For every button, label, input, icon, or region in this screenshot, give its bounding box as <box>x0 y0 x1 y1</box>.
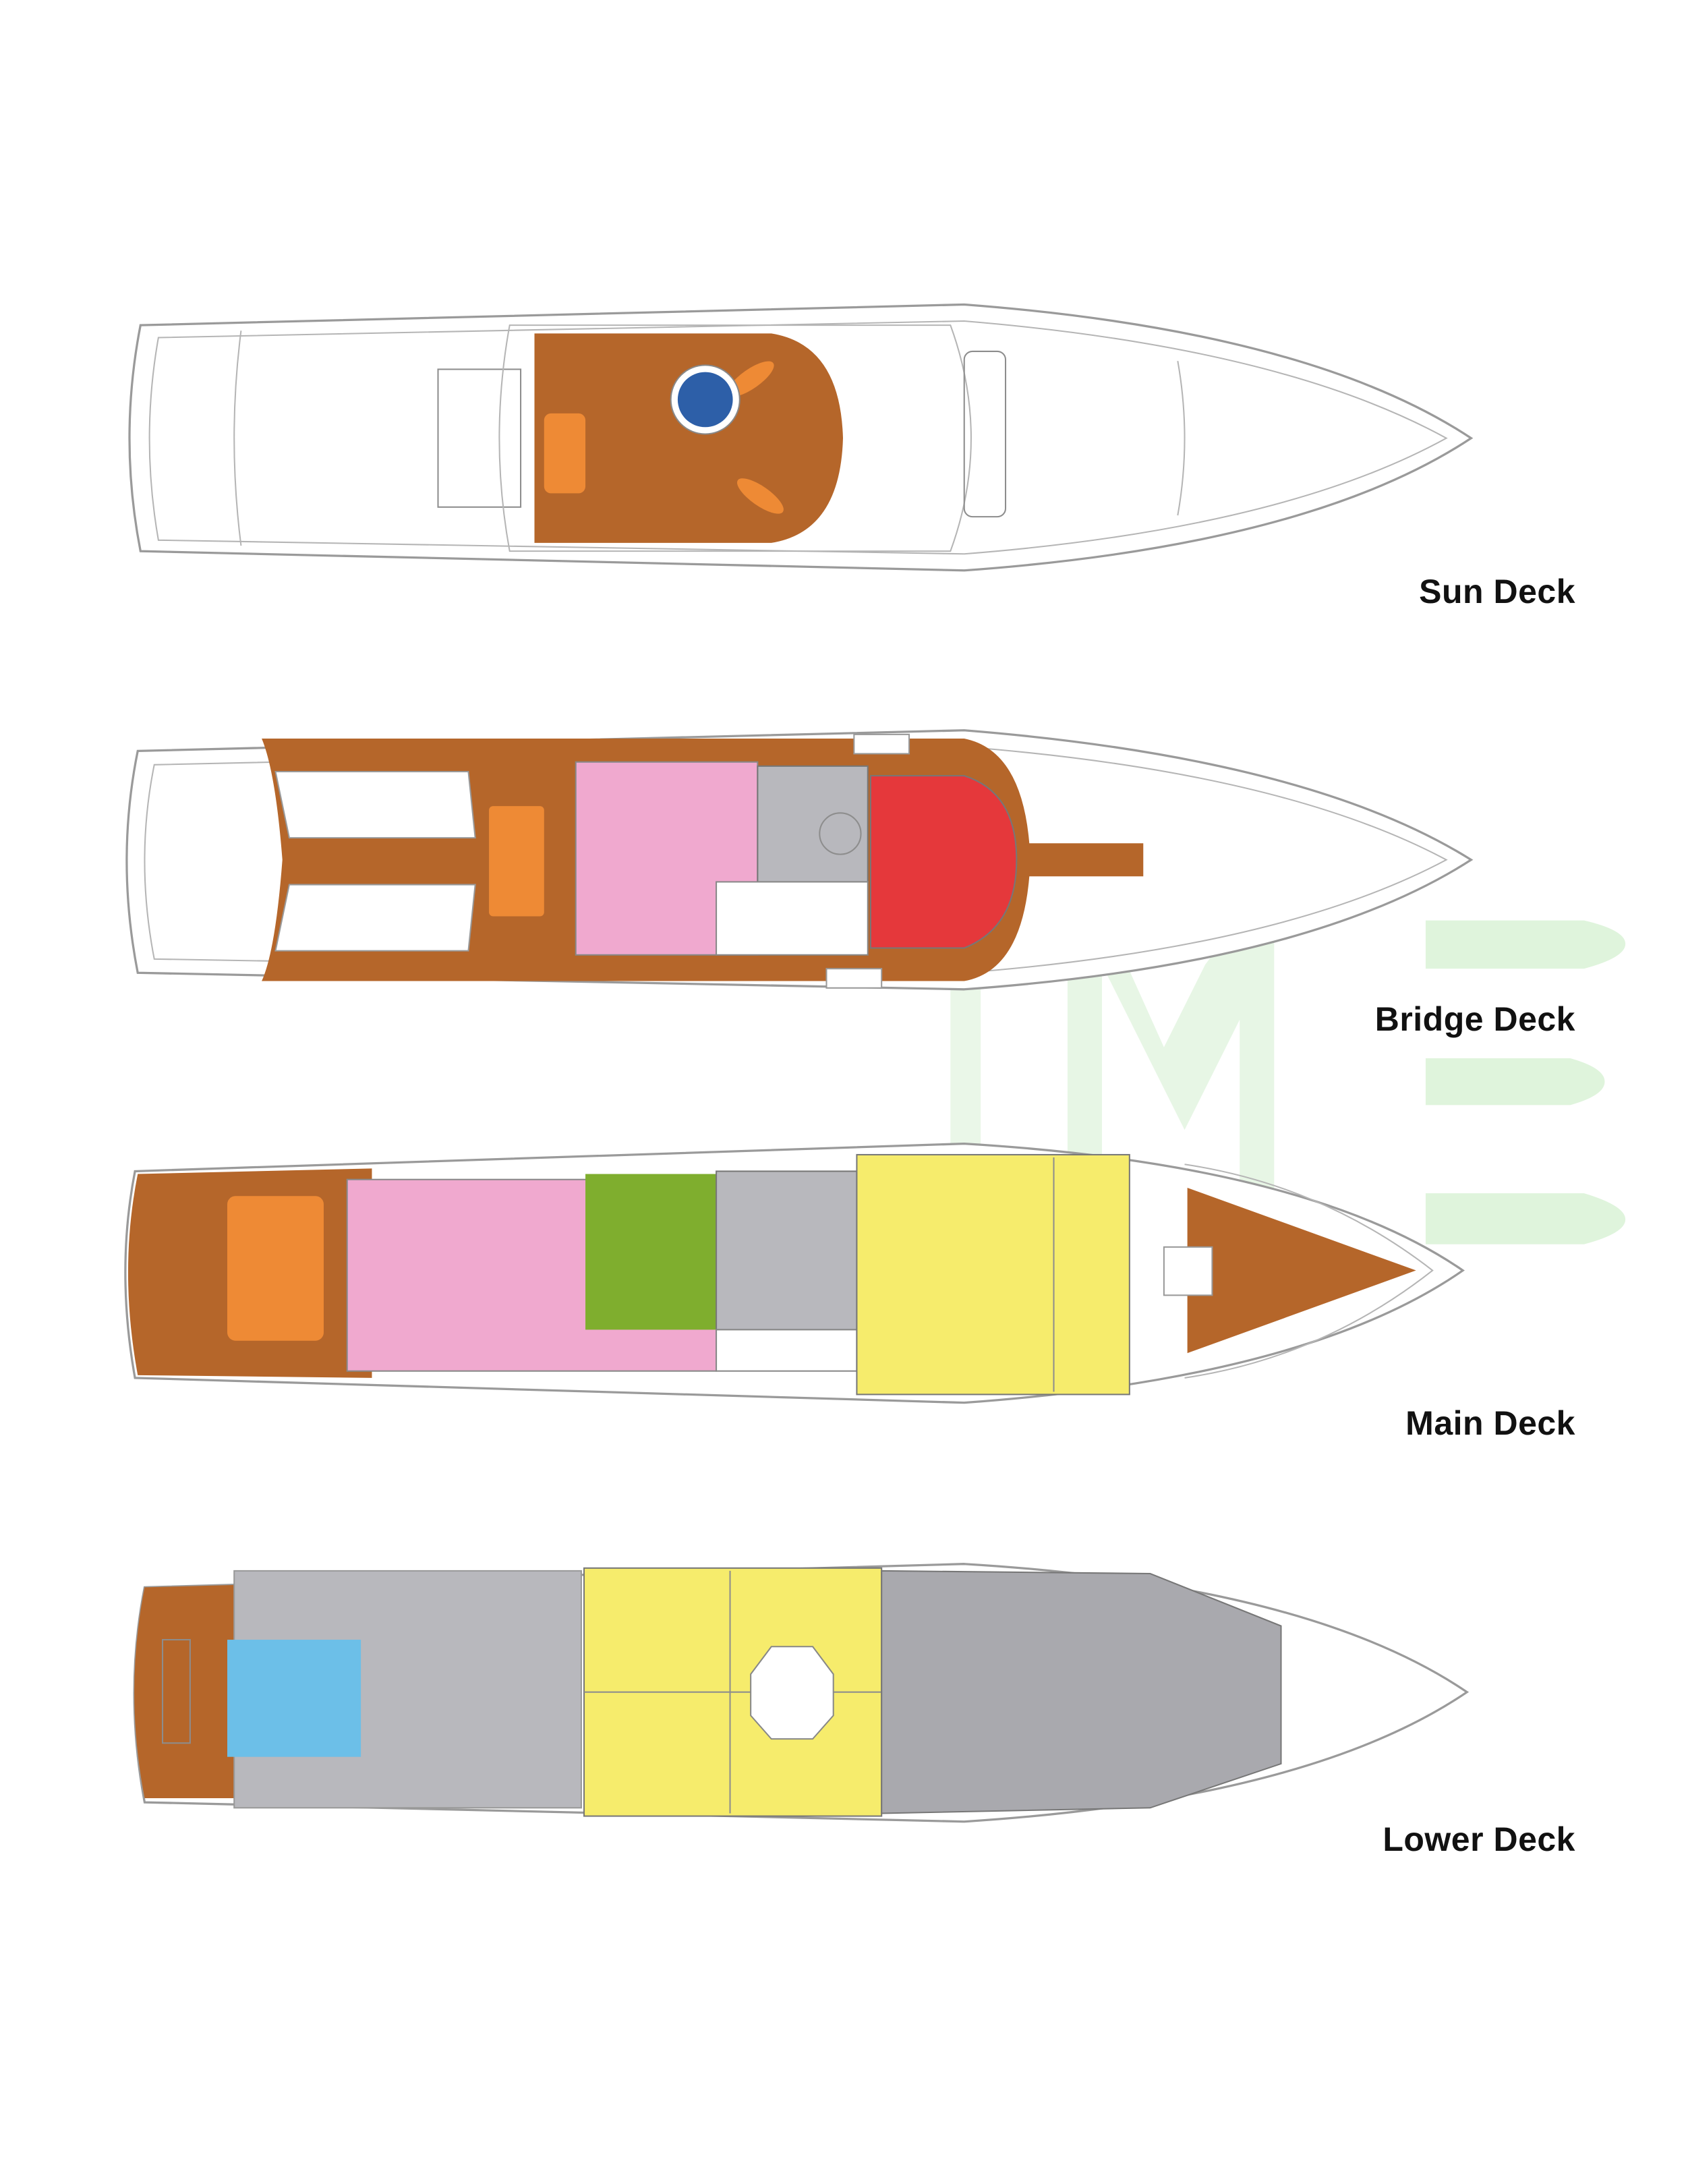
main-dining <box>585 1174 720 1330</box>
lower-deck-label: Lower Deck <box>1383 1820 1575 1858</box>
lower-deck-plan <box>133 1563 1470 1823</box>
main-deck-plan <box>124 1142 1465 1404</box>
bridge-deck-label: Bridge Deck <box>1374 1000 1575 1038</box>
bridge-service <box>757 765 869 883</box>
sun-deck-label: Sun Deck <box>1419 573 1575 610</box>
wheelhouse <box>869 775 1018 949</box>
bridge-deck-plan <box>125 729 1474 991</box>
sun-deck-plan <box>128 303 1474 572</box>
main-deck-label: Main Deck <box>1405 1404 1575 1442</box>
master-suite <box>856 1153 1130 1396</box>
lower-aft-teak <box>134 1584 248 1798</box>
main-galley <box>716 1170 858 1331</box>
main-foredeck-teak <box>1187 1187 1416 1354</box>
crew-quarters <box>881 1570 1282 1814</box>
tender-garage <box>227 1640 361 1757</box>
